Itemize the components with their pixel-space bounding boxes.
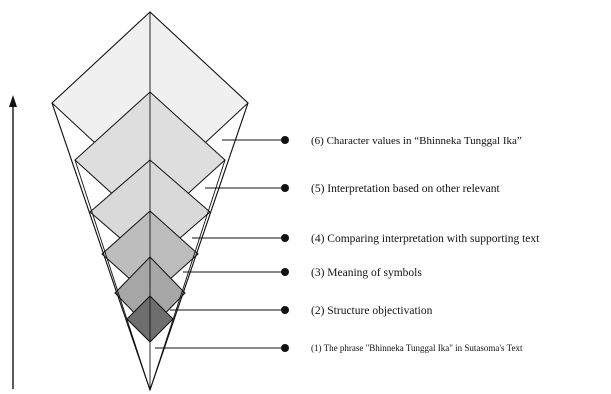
- level-4-label: (4) Comparing interpretation with suppor…: [311, 233, 540, 245]
- level-5-dot: [281, 184, 289, 192]
- level-3-dot: [281, 268, 289, 276]
- level-3-label: (3) Meaning of symbols: [311, 267, 422, 279]
- level-3-callout: (3) Meaning of symbols: [183, 267, 422, 279]
- level-1-dot: [281, 344, 289, 352]
- level-6-label: (6) Character values in “Bhinneka Tungga…: [311, 135, 522, 147]
- level-6-callout: (6) Character values in “Bhinneka Tungga…: [222, 135, 522, 147]
- level-2-label: (2) Structure objectivation: [311, 305, 433, 317]
- level-4-callout: (4) Comparing interpretation with suppor…: [192, 233, 540, 245]
- level-1-label: (1) The phrase "Bhinneka Tunggal Ika" in…: [311, 343, 523, 353]
- level-6-dot: [281, 136, 289, 144]
- upward-arrow: [9, 95, 17, 389]
- level-1-callout: (1) The phrase "Bhinneka Tunggal Ika" in…: [155, 343, 523, 353]
- level-2-callout: (2) Structure objectivation: [170, 305, 433, 317]
- level-2-dot: [281, 306, 289, 314]
- level-5-callout: (5) Interpretation based on other releva…: [205, 183, 501, 195]
- level-5-label: (5) Interpretation based on other releva…: [311, 183, 501, 195]
- level-4-dot: [281, 234, 289, 242]
- cone-guide-lines: [51, 12, 249, 391]
